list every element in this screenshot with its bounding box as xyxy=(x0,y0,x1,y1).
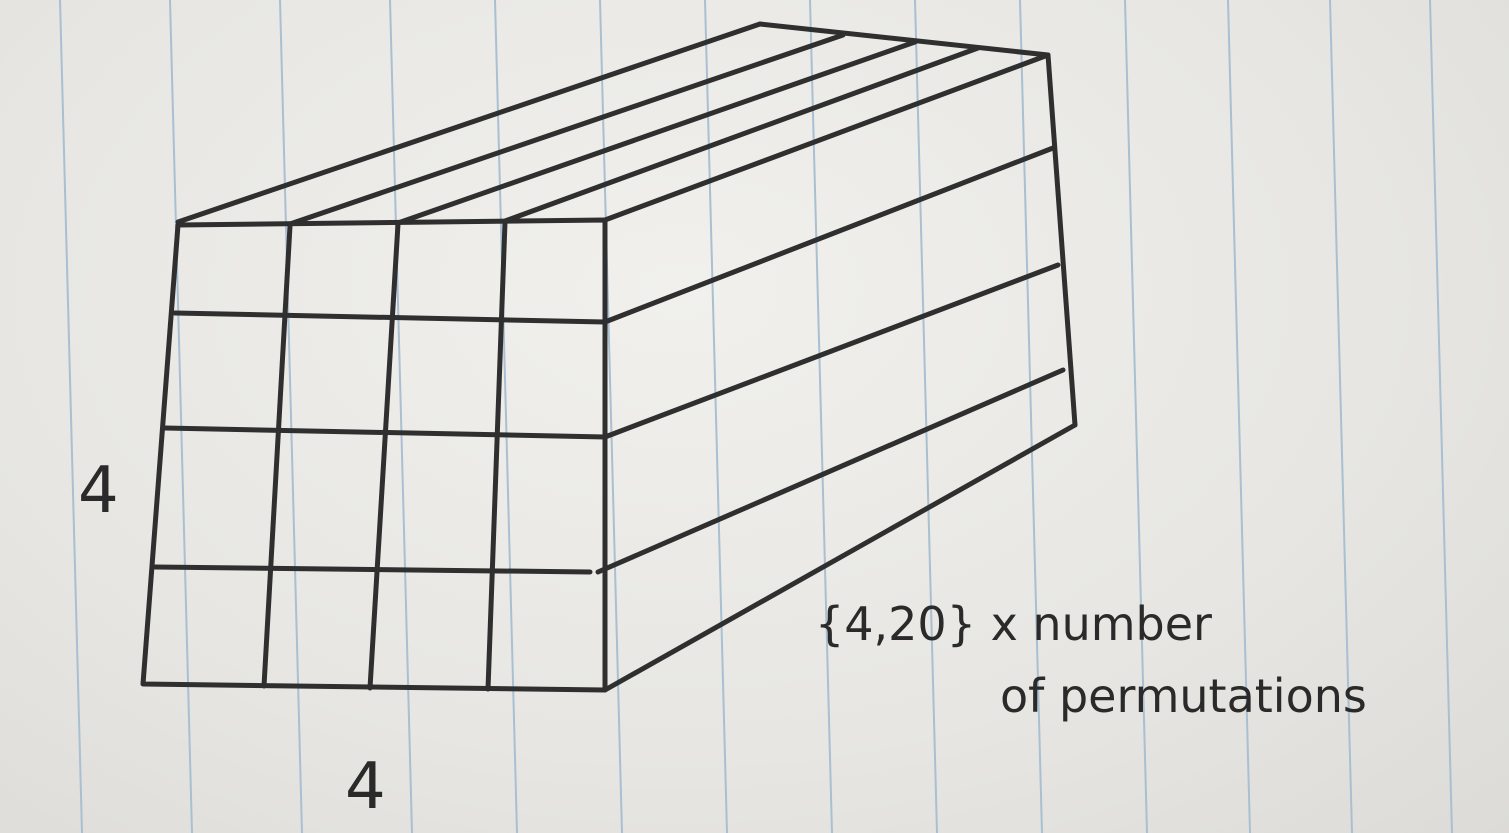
side-face xyxy=(595,52,1078,693)
rule-line xyxy=(704,0,728,833)
rule-line xyxy=(59,0,83,833)
depth-label-line1: {4,20} x number xyxy=(815,597,1212,651)
rule-line xyxy=(279,0,303,833)
front-row-line xyxy=(152,564,593,575)
rule-line xyxy=(169,0,193,833)
top-depth-line xyxy=(395,39,918,226)
top-far-edge xyxy=(757,21,1051,58)
top-back-edge xyxy=(175,21,763,225)
rule-line xyxy=(1124,0,1148,833)
height-label: 4 xyxy=(78,454,119,528)
side-bottom-edge xyxy=(602,422,1078,693)
front-col-line xyxy=(367,221,401,691)
front-face xyxy=(140,217,608,693)
depth-label-line2: of permutations xyxy=(1000,669,1367,723)
width-label: 4 xyxy=(345,750,386,824)
rule-line xyxy=(599,0,623,833)
top-face xyxy=(175,21,1051,227)
rule-line xyxy=(494,0,518,833)
top-depth-line xyxy=(287,32,846,227)
rule-line xyxy=(1329,0,1353,833)
top-depth-line xyxy=(502,45,981,224)
notebook-rules xyxy=(59,0,1453,833)
side-row-line xyxy=(595,367,1066,575)
front-col-line xyxy=(485,219,508,692)
rule-line xyxy=(1227,0,1251,833)
side-back-edge xyxy=(1045,52,1078,428)
rule-line xyxy=(809,0,833,833)
front-col-line xyxy=(261,223,293,689)
side-row-line xyxy=(602,262,1061,440)
rule-line xyxy=(914,0,938,833)
side-row-line xyxy=(602,145,1056,325)
rule-line xyxy=(389,0,413,833)
rule-line xyxy=(1429,0,1453,833)
rule-line xyxy=(1019,0,1043,833)
top-right-edge xyxy=(602,52,1051,223)
